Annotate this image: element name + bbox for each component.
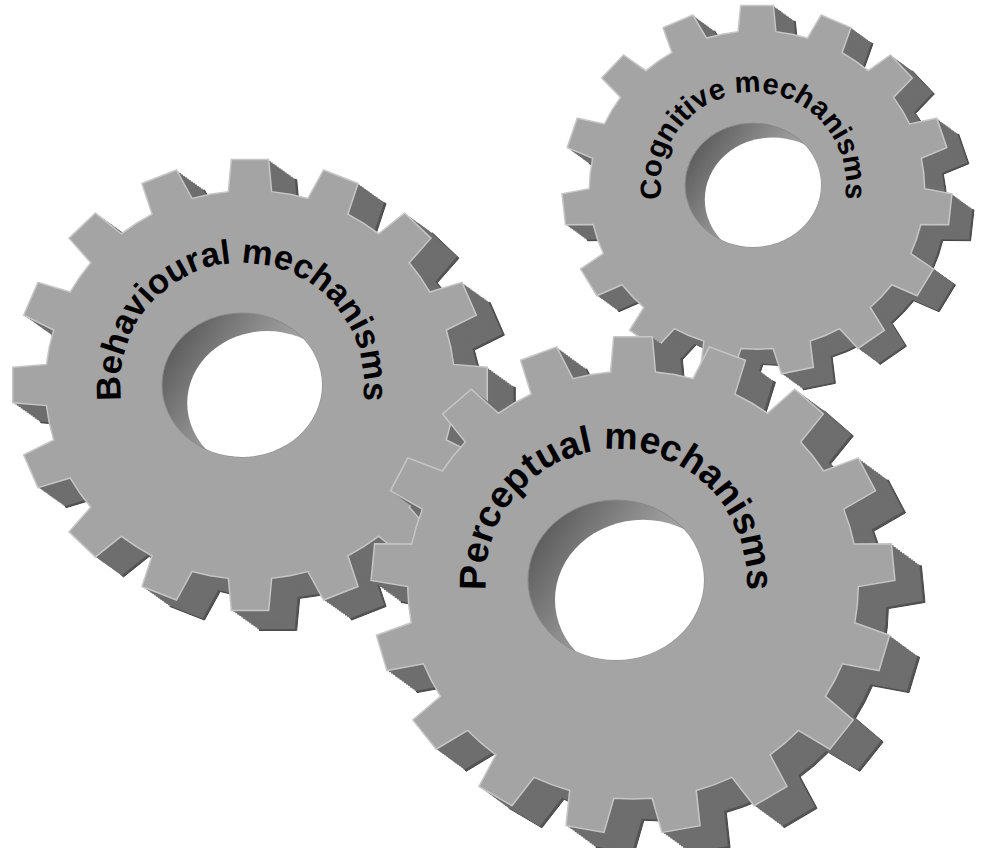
- label-letter: m: [734, 68, 761, 98]
- label-letter: s: [358, 381, 393, 402]
- gear-hole: [187, 331, 347, 475]
- label-letter: m: [734, 530, 778, 570]
- gear-hole: [555, 520, 731, 680]
- label-letter: m: [355, 347, 394, 382]
- gear-label: Cognitive mechanisms: [540, 0, 990, 400]
- gear: Perceptual mechanisms: [350, 320, 970, 848]
- label-letter: [230, 234, 241, 269]
- label-letter: C: [636, 178, 666, 200]
- gear-outline: [540, 0, 990, 400]
- label-letter: B: [91, 376, 126, 402]
- label-letter: s: [740, 569, 777, 590]
- gear-label: Perceptual mechanisms: [350, 320, 970, 848]
- label-letter: m: [240, 233, 274, 271]
- gear-face: [562, 5, 952, 373]
- label-letter: s: [840, 183, 870, 201]
- gear-outline: [350, 320, 970, 848]
- label-letter: P: [454, 565, 492, 591]
- gear-face: [371, 337, 895, 833]
- gear-hole: [705, 137, 841, 261]
- gear: Cognitive mechanisms: [540, 0, 990, 400]
- label-letter: m: [837, 153, 870, 183]
- label-letter: m: [603, 418, 637, 456]
